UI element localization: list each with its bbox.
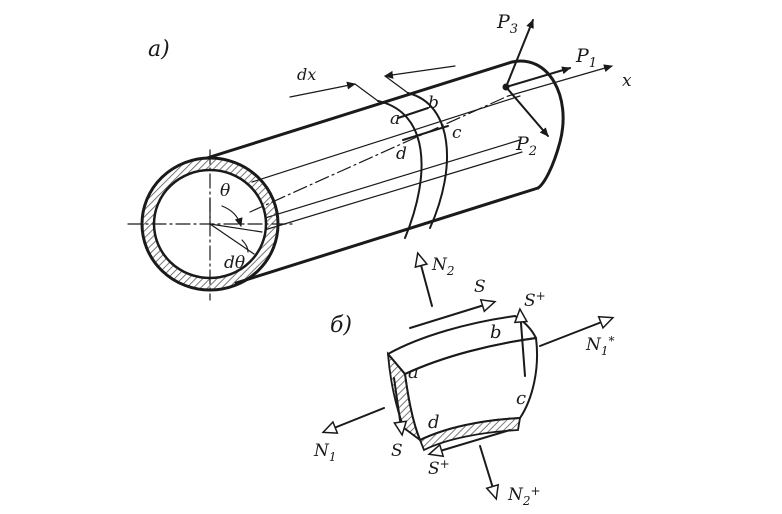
force-p3-arrow [505,19,534,88]
part-a-tube: а) dx a b c d θ dθ x P1 P2 P3 [127,11,632,301]
force-p3-label: P3 [496,11,518,37]
point-c-label: c [452,123,462,143]
element-point-a-label: a [408,362,419,383]
point-d-label: d [396,144,407,164]
force-s-right-arrow [513,307,529,377]
x-axis-label: x [622,71,632,91]
element-bottom-thickness [418,417,522,452]
element-edge-ab [397,107,429,119]
theta-radius-3 [209,223,263,233]
part-a-label: а) [148,37,170,62]
dx-extension-1 [354,83,379,102]
tube-generatrix-2 [251,139,521,223]
section-cut-1 [377,100,423,239]
force-p2-arrow [505,86,549,137]
force-p1-arrow [505,66,571,88]
force-n2p-label: N2+ [507,484,541,508]
theta-arc [221,205,243,227]
force-n1p-arrow [539,315,615,347]
section-cut-2 [407,92,448,229]
force-p2-label: P2 [515,133,537,159]
force-s-left-label: S [391,441,403,461]
force-s-left-arrow [393,377,408,437]
tube-bottom-edge [234,186,540,285]
element-point-b-label: b [490,322,502,343]
force-s-right-label: S+ [524,289,546,311]
theta-radius-2 [209,223,255,255]
force-n1-arrow [321,407,385,434]
force-n2p-arrow [479,445,500,501]
force-p1-label: P1 [575,45,597,71]
x-axis-arrow [507,64,613,97]
force-s-bottom-label: S+ [428,457,450,479]
part-b-element: б) a b c d N2 S S+ N1* N1 S S+ N2+ [313,251,615,508]
force-n1-label: N1 [313,441,337,464]
dtheta-arc [241,239,249,253]
part-b-label: б) [330,313,352,338]
point-b-label: b [428,93,439,113]
tube-far-end [510,59,565,190]
tube-generatrix-3 [257,151,523,233]
dx-dimension-line [289,81,356,98]
force-s-top-label: S [474,277,486,297]
dx-dimension-line-2 [384,65,456,79]
force-n2-arrow [414,251,433,307]
tube-axis-line [249,95,509,213]
dtheta-label: dθ [224,253,245,273]
dx-label: dx [297,65,316,84]
force-s-top-arrow [409,298,497,329]
force-n1p-label: N1* [585,334,615,358]
tube-top-edge [205,60,514,160]
force-n2-label: N2 [431,255,455,278]
point-a-label: a [390,109,400,129]
force-s-bottom-arrow [427,429,511,458]
theta-label: θ [220,181,230,201]
element-point-c-label: c [516,388,526,409]
element-point-d-label: d [428,412,440,433]
dx-extension-2 [384,75,409,94]
